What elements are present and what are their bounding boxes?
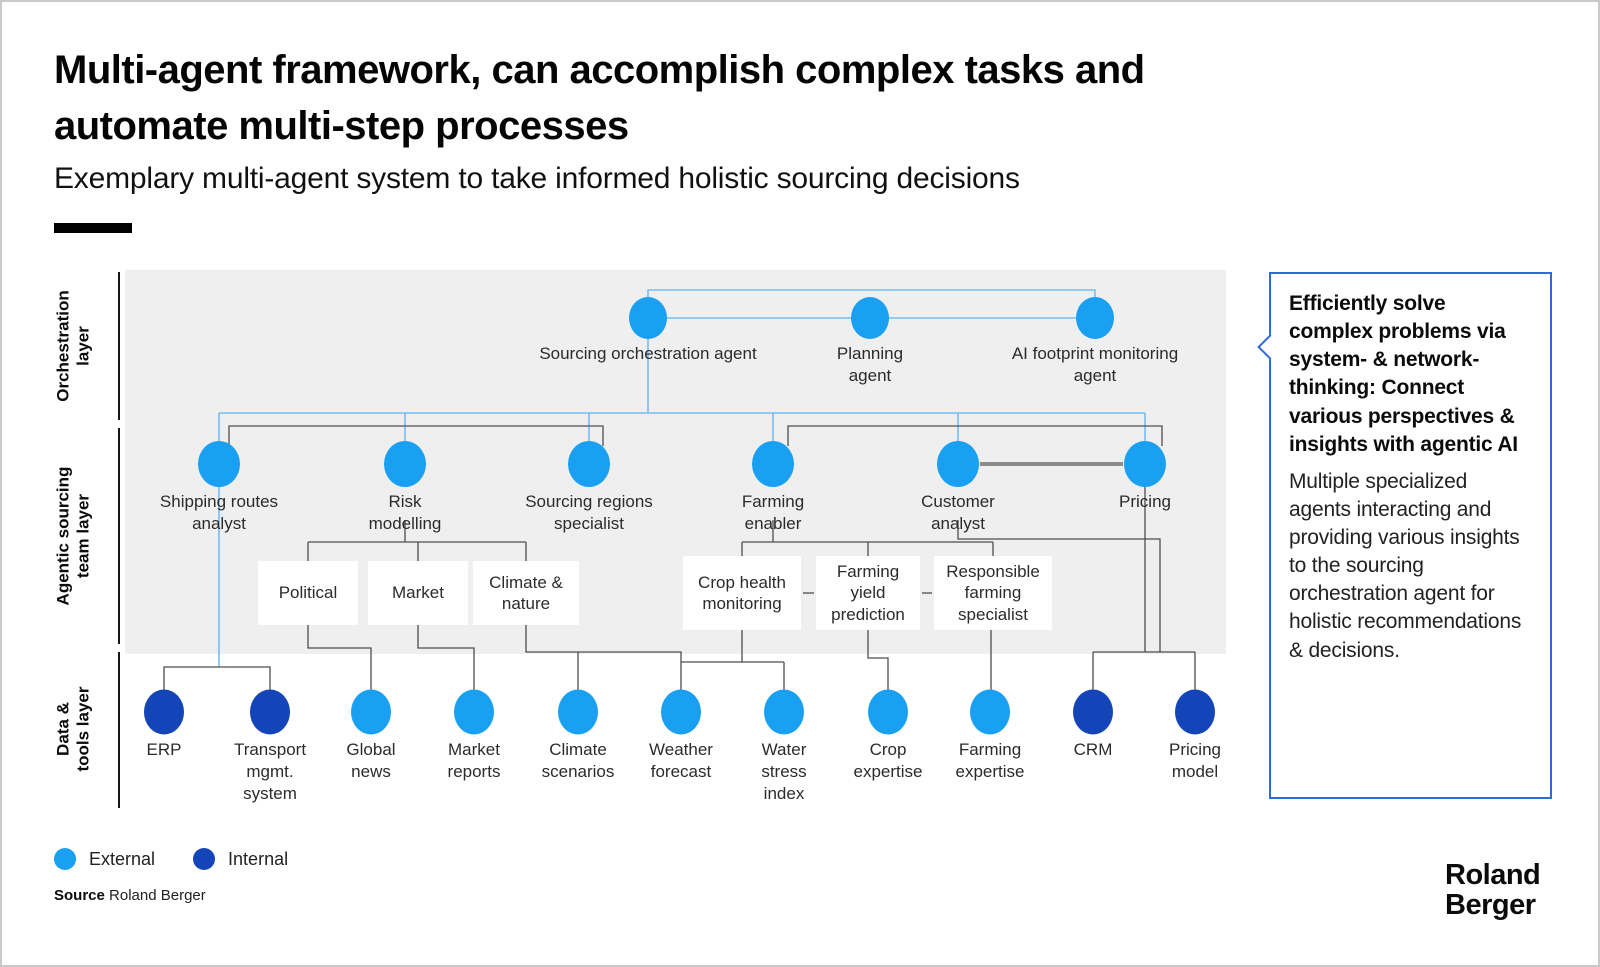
- agent-circle: [1124, 441, 1166, 487]
- tool-circle: [558, 689, 598, 735]
- callout-box: Efficiently solve complex problems via s…: [1269, 272, 1552, 799]
- legend-item-internal: Internal: [193, 848, 288, 870]
- page-subtitle: Exemplary multi-agent system to take inf…: [54, 162, 1020, 195]
- title-line-1: Multi-agent framework, can accomplish co…: [54, 48, 1145, 92]
- agent-circle: [937, 441, 979, 487]
- roland-berger-logo: Roland Berger: [1445, 859, 1541, 921]
- agent-label: Risk modelling: [368, 492, 442, 533]
- logo-line-2: Berger: [1445, 889, 1536, 921]
- agent-circle: [384, 441, 426, 487]
- tool-circle: [970, 689, 1010, 735]
- box-label: Responsible farming specialist: [946, 562, 1040, 624]
- agent-label: Customer analyst: [921, 492, 995, 533]
- tool-circle: [1073, 689, 1113, 735]
- title-line-2: automate multi-step processes: [54, 104, 629, 148]
- agent-circle: [1076, 297, 1114, 339]
- tool-label: ERP: [146, 740, 182, 759]
- tool-circle: [661, 689, 701, 735]
- tool-label: Farming expertise: [955, 740, 1025, 781]
- tool-label: Market reports: [447, 740, 501, 781]
- external-dot-icon: [54, 848, 76, 870]
- tool-label: Water stress index: [761, 740, 807, 803]
- source-line: Source Roland Berger: [54, 887, 206, 904]
- tool-circle: [454, 689, 494, 735]
- tool-circle: [250, 689, 290, 735]
- box-label: Climate & nature: [489, 572, 563, 613]
- agent-circle: [568, 441, 610, 487]
- legend-label: External: [89, 848, 156, 869]
- data-tools-layer-label: Data & tools layer: [53, 686, 93, 772]
- box-label: Market: [392, 583, 444, 603]
- agent-label: AI footprint monitoring agent: [1011, 344, 1179, 385]
- tool-label: Climate scenarios: [541, 740, 615, 781]
- tool-circle: [144, 689, 184, 735]
- internal-dot-icon: [193, 848, 216, 870]
- agent-label: Planning agent: [836, 344, 904, 385]
- tool-label: Transport mgmt. system: [233, 740, 307, 803]
- tool-circle: [764, 689, 804, 735]
- box-market: Market: [368, 561, 468, 625]
- box-farming-yield-prediction: Farming yield prediction: [816, 556, 920, 630]
- box-responsible-farming-specialist: Responsible farming specialist: [934, 556, 1052, 630]
- agentic-layer-line: [118, 428, 120, 644]
- box-label: Political: [278, 583, 338, 603]
- legend-label: Internal: [228, 848, 289, 869]
- agent-circle: [851, 297, 889, 339]
- tool-circle: [351, 689, 391, 735]
- callout-body: Multiple specialized agents interacting …: [1289, 469, 1522, 662]
- tool-circle: [868, 689, 908, 735]
- callout-headline: Efficiently solve complex problems via s…: [1289, 292, 1518, 456]
- agent-circle: [752, 441, 794, 487]
- source-text: Roland Berger: [109, 887, 206, 904]
- source-prefix: Source: [54, 887, 105, 904]
- box-label: Farming yield prediction: [831, 562, 905, 624]
- agent-label: Sourcing orchestration agent: [539, 344, 757, 363]
- tool-label: Global news: [346, 740, 396, 781]
- tool-circle: [1175, 689, 1215, 735]
- page-title: Multi-agent framework, can accomplish co…: [54, 42, 1145, 154]
- box-crop-health-monitoring: Crop health monitoring: [683, 556, 801, 630]
- tool-label: Weather forecast: [649, 740, 713, 781]
- box-political: Political: [258, 561, 358, 625]
- agent-label: Farming enabler: [741, 492, 805, 533]
- tool-label: CRM: [1073, 740, 1113, 759]
- agent-label: Sourcing regions specialist: [525, 492, 653, 533]
- legend: External Internal: [54, 848, 288, 870]
- logo-line-1: Roland: [1445, 859, 1541, 891]
- agent-label: Shipping routes analyst: [159, 492, 279, 533]
- agent-label: Pricing: [1119, 492, 1171, 511]
- agent-circle: [629, 297, 667, 339]
- orchestration-layer-line: [118, 272, 120, 420]
- tool-label: Crop expertise: [853, 740, 923, 781]
- legend-item-external: External: [54, 848, 155, 870]
- data-tools-layer-line: [118, 652, 120, 808]
- title-accent-bar: [54, 223, 132, 233]
- box-label: Crop health monitoring: [698, 572, 786, 613]
- box-climate-nature: Climate & nature: [473, 561, 579, 625]
- agent-circle: [198, 441, 240, 487]
- tool-label: Pricing model: [1169, 740, 1221, 781]
